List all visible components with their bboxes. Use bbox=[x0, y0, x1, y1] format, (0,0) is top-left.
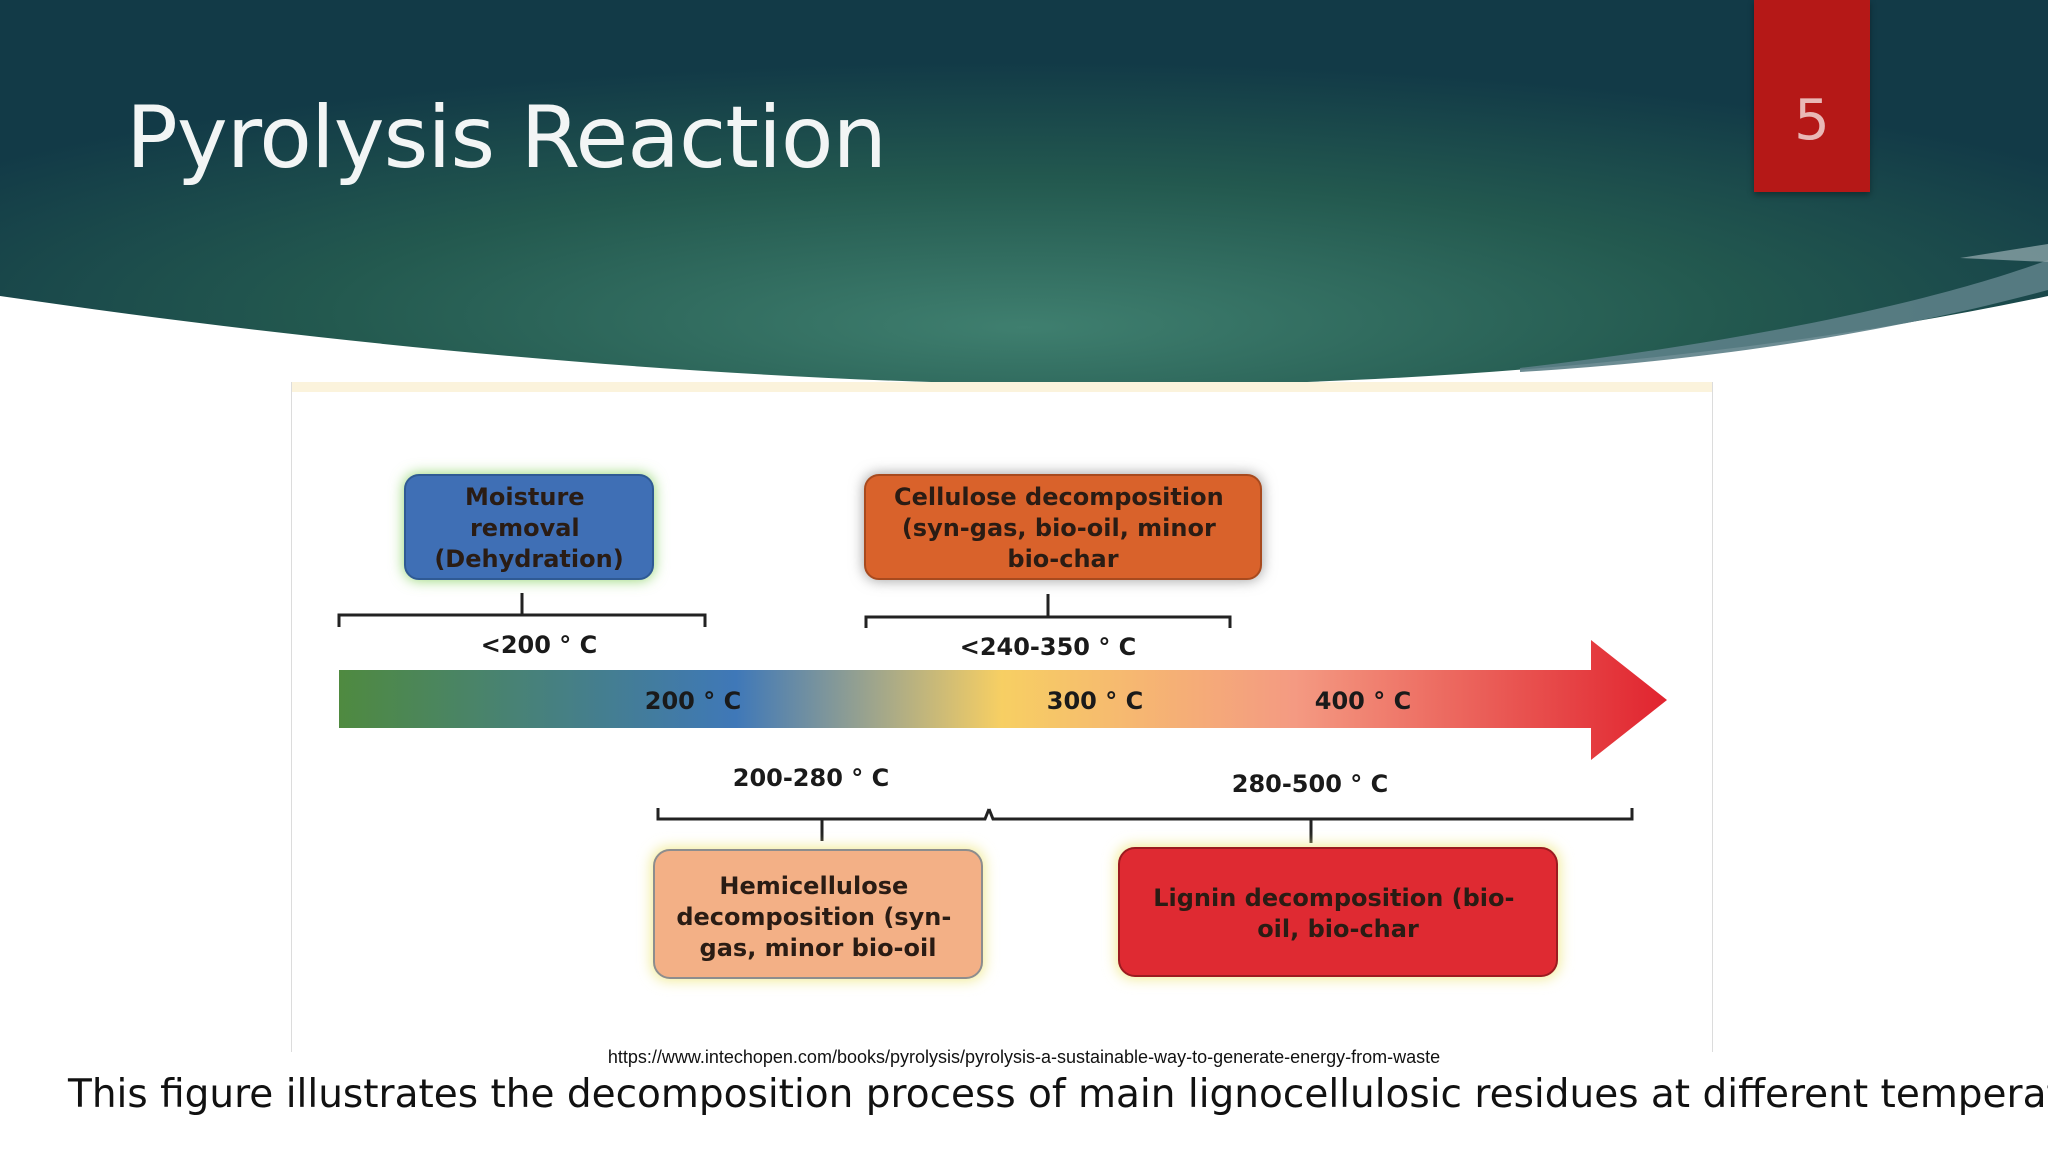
stage-lignin-decomposition: 280-500 ° C Lignin decomposition (bio- o… bbox=[987, 770, 1634, 978]
lignin-box bbox=[1118, 847, 1558, 977]
lignin-box-label: Lignin decomposition (bio- oil, bio-char bbox=[1153, 884, 1523, 943]
moisture-box bbox=[404, 474, 654, 580]
axis-tick-400: 400 ° C bbox=[1315, 687, 1411, 715]
header-background bbox=[0, 0, 2048, 386]
hemicellulose-box bbox=[653, 849, 983, 979]
lignin-range: 280-500 ° C bbox=[1232, 770, 1388, 798]
stage-cellulose-decomposition: Cellulose decomposition (syn-gas, bio-oi… bbox=[864, 474, 1262, 661]
pyrolysis-temperature-diagram: 200 ° C 300 ° C 400 ° C Moisture removal… bbox=[337, 474, 1667, 980]
temperature-arrow bbox=[339, 640, 1667, 760]
axis-tick-300: 300 ° C bbox=[1047, 687, 1143, 715]
moisture-bracket bbox=[337, 593, 707, 627]
source-url[interactable]: https://www.intechopen.com/books/pyrolys… bbox=[607, 1047, 1441, 1067]
cellulose-box bbox=[864, 474, 1262, 580]
moisture-range: <200 ° C bbox=[481, 631, 598, 659]
stage-moisture-removal: Moisture removal (Dehydration) <200 ° C bbox=[337, 474, 707, 659]
axis-tick-200: 200 ° C bbox=[645, 687, 741, 715]
figure-panel: 200 ° C 300 ° C 400 ° C Moisture removal… bbox=[291, 382, 1713, 1052]
page-number-tab: 5 bbox=[1754, 0, 1870, 192]
hemicellulose-range: 200-280 ° C bbox=[733, 764, 889, 792]
lignin-bracket bbox=[987, 808, 1634, 843]
hemicellulose-box-label: Hemicellulose decomposition (syn- gas, m… bbox=[676, 872, 959, 962]
slide-title: Pyrolysis Reaction bbox=[126, 88, 887, 188]
cellulose-range: <240-350 ° C bbox=[960, 633, 1137, 661]
figure-caption: This figure illustrates the decompositio… bbox=[68, 1072, 2048, 1117]
cellulose-box-label: Cellulose decomposition (syn-gas, bio-oi… bbox=[894, 483, 1232, 573]
figure-top-border bbox=[292, 382, 1712, 392]
moisture-box-label: Moisture removal (Dehydration) bbox=[434, 483, 623, 573]
hemicellulose-bracket bbox=[656, 808, 991, 841]
cellulose-bracket bbox=[864, 594, 1232, 628]
page-number: 5 bbox=[1794, 88, 1830, 153]
stage-hemicellulose-decomposition: 200-280 ° C Hemicellulose decomposition … bbox=[652, 764, 991, 980]
